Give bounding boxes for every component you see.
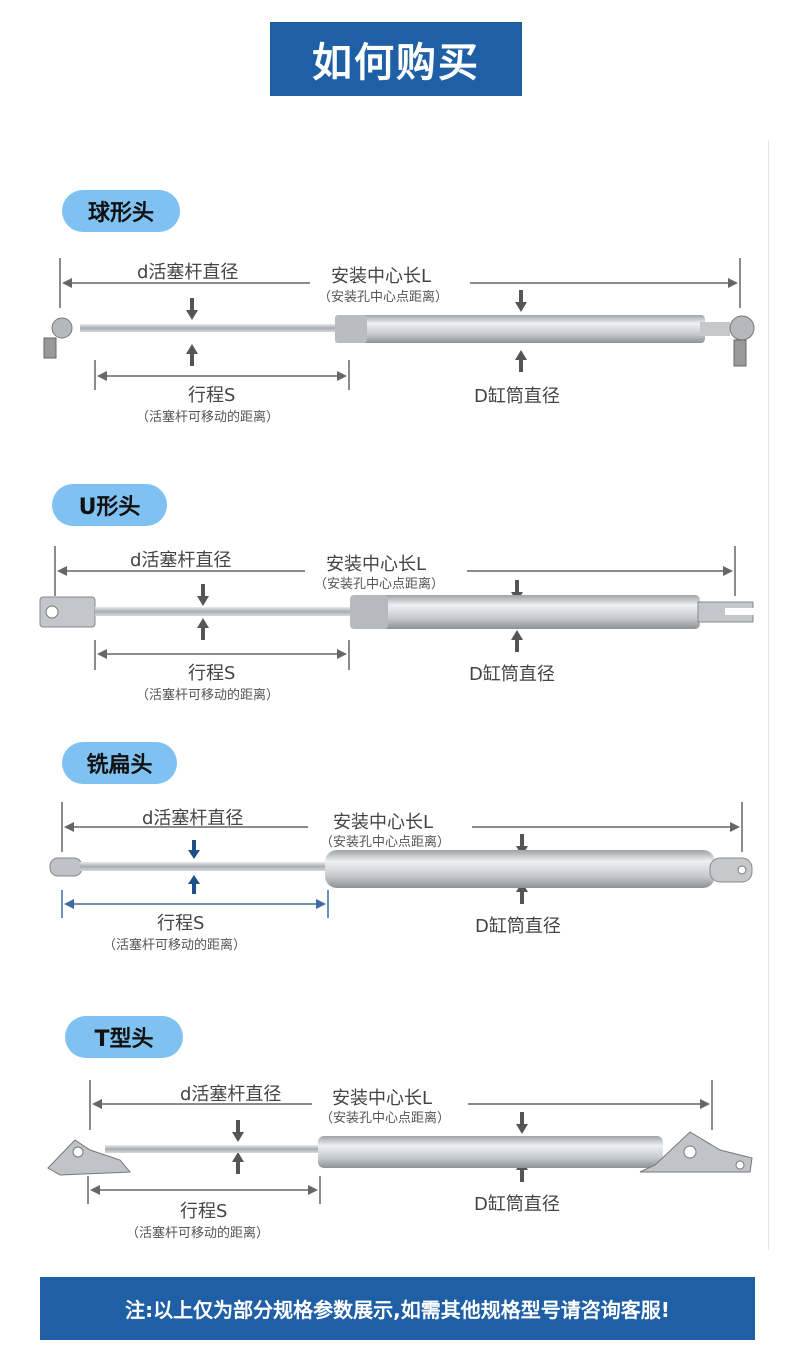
cylinder-diameter-label: D缸筒直径 <box>474 1194 560 1215</box>
center-length-label: 安装中心长L <box>331 266 432 287</box>
stroke-label: 行程S <box>157 913 205 934</box>
gas-spring-flat-head-diagram <box>49 802 753 918</box>
cylinder-diameter-label: D缸筒直径 <box>474 386 560 407</box>
page-title: 如何购买 <box>270 22 522 96</box>
rod-diameter-label: d活塞杆直径 <box>180 1084 282 1105</box>
footer-note: 注:以上仅为部分规格参数展示,如需其他规格型号请咨询客服! <box>40 1277 755 1340</box>
gas-spring-ball-head-diagram <box>43 258 755 390</box>
center-length-note: （安装孔中心点距离） <box>318 290 449 305</box>
rod-diameter-label: d活塞杆直径 <box>137 262 239 283</box>
center-length-label: 安装中心长L <box>333 812 434 833</box>
section-t-head: T型头 d活塞杆直径 安装中 <box>0 0 790 1241</box>
gas-spring-u-head-diagram <box>39 546 755 670</box>
stroke-label: 行程S <box>188 385 236 406</box>
center-length-note: （安装孔中心点距离） <box>314 577 445 592</box>
center-length-label: 安装中心长L <box>332 1088 433 1109</box>
center-length-note: （安装孔中心点距离） <box>320 1111 451 1126</box>
section-u-head: U形头 d活塞杆直径 安装中 <box>0 0 790 703</box>
gas-spring-t-head-diagram <box>47 1080 753 1204</box>
stroke-label: 行程S <box>180 1201 228 1222</box>
dimension-S <box>94 360 350 390</box>
section-tag: T型头 <box>65 1016 183 1058</box>
arrow-cyl <box>515 290 527 312</box>
cylinder-diameter-label: D缸筒直径 <box>475 916 561 937</box>
arrow-cyl-up <box>515 350 527 372</box>
rod-diameter-label: d活塞杆直径 <box>130 550 232 571</box>
section-tag: U形头 <box>52 484 167 526</box>
center-length-label: 安装中心长L <box>326 554 427 575</box>
section-ball-head: 球形头 <box>0 0 790 425</box>
section-flat-head: 铣扁头 d活塞杆直径 安装中心长L （安装孔中心点距 <box>0 0 790 953</box>
arrow-rod-up <box>186 344 198 366</box>
section-tag: 铣扁头 <box>62 742 177 784</box>
gas-spring <box>43 315 755 367</box>
divider-line <box>768 140 769 1250</box>
stroke-note: （活塞杆可移动的距离） <box>126 1226 270 1241</box>
stroke-label: 行程S <box>188 663 236 684</box>
stroke-note: （活塞杆可移动的距离） <box>136 688 280 703</box>
stroke-note: （活塞杆可移动的距离） <box>103 938 247 953</box>
center-length-note: （安装孔中心点距离） <box>320 835 451 850</box>
rod-diameter-label: d活塞杆直径 <box>142 808 244 829</box>
arrow-rod <box>186 298 198 320</box>
stroke-note: （活塞杆可移动的距离） <box>136 410 280 425</box>
cylinder-diameter-label: D缸筒直径 <box>469 664 555 685</box>
section-tag: 球形头 <box>62 190 180 232</box>
dimension-L <box>59 258 741 308</box>
